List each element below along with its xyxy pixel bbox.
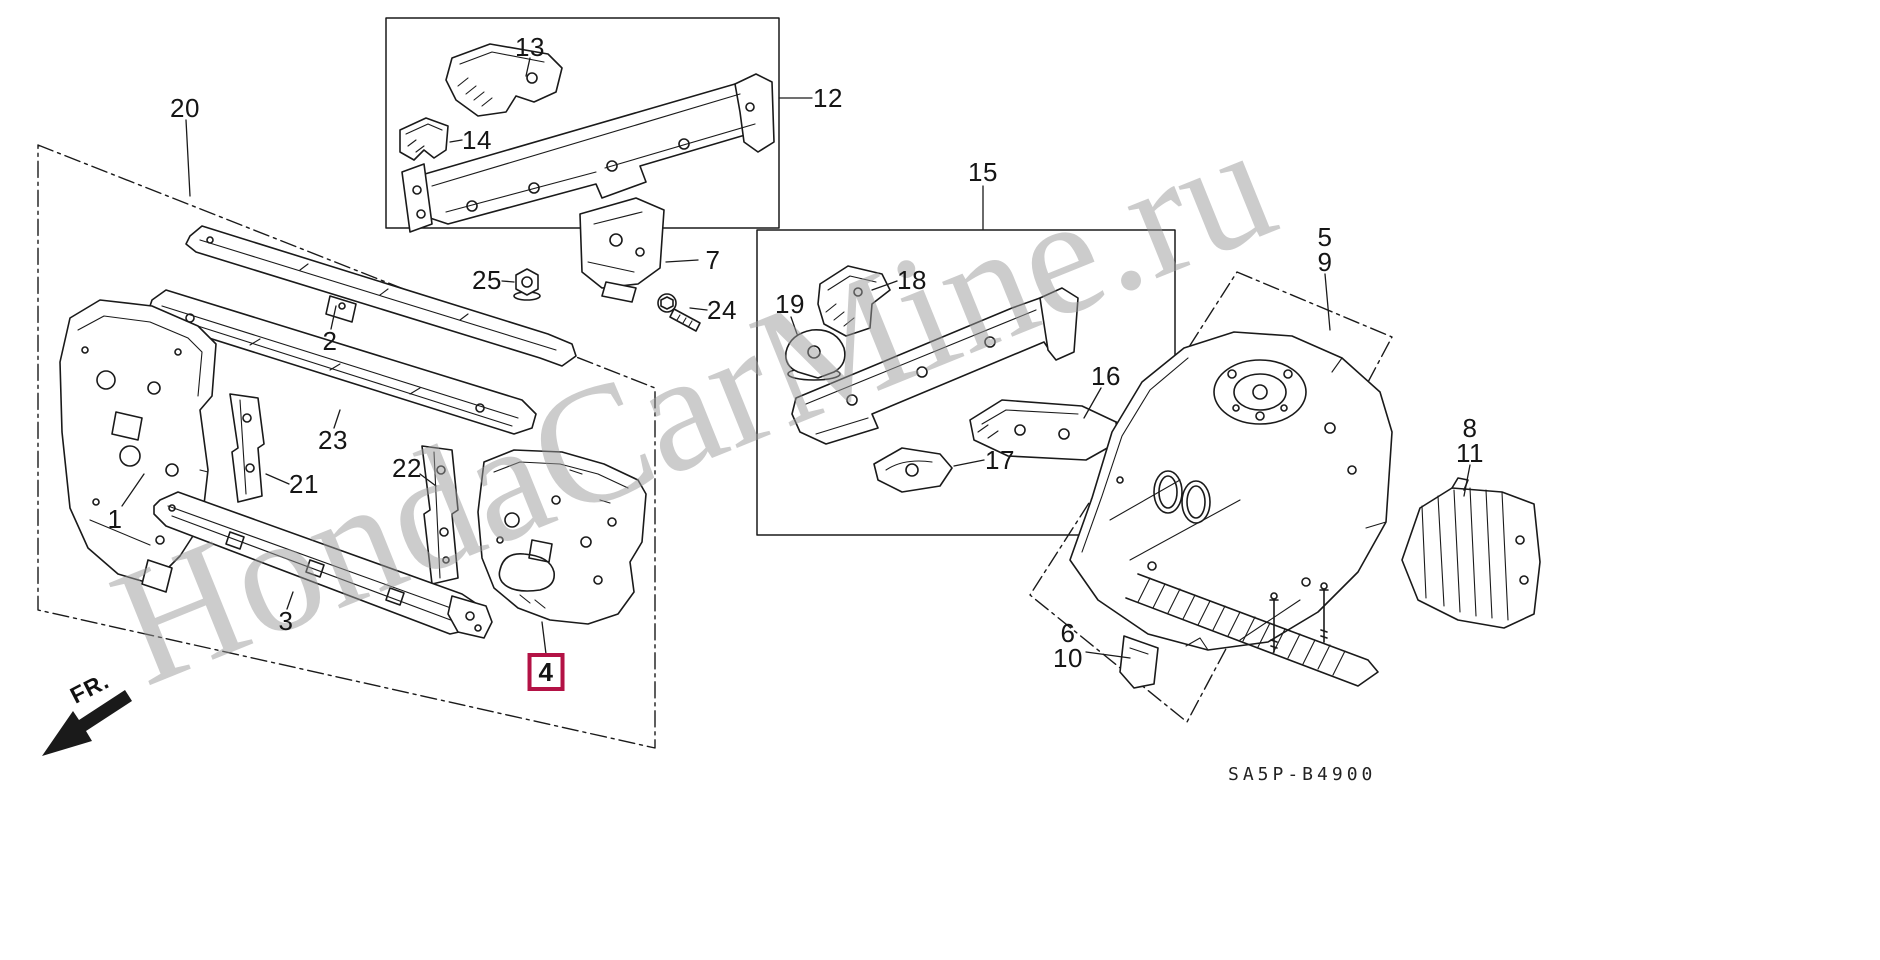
part-label-14[interactable]: 14 bbox=[462, 125, 492, 155]
part-label-20[interactable]: 20 bbox=[170, 93, 200, 123]
part-22-stay-drawing bbox=[421, 445, 459, 585]
part-label-16[interactable]: 16 bbox=[1091, 361, 1121, 391]
part-3-lower-crossmember-drawing bbox=[153, 491, 493, 639]
part-label-22[interactable]: 22 bbox=[392, 453, 422, 483]
part-label-24[interactable]: 24 bbox=[707, 295, 737, 325]
part-1-left-side-panel-drawing bbox=[59, 299, 217, 593]
part-21-stay-drawing bbox=[229, 393, 265, 503]
part-24-bolt-drawing bbox=[657, 293, 701, 332]
part-14-bracket-drawing bbox=[399, 117, 449, 161]
part-23-lock-crossmember-drawing bbox=[147, 289, 537, 435]
part-7-bracket-drawing bbox=[579, 197, 665, 303]
part-label-19[interactable]: 19 bbox=[775, 289, 805, 319]
part-label-8[interactable]: 8 bbox=[1462, 413, 1478, 443]
part-label-3[interactable]: 3 bbox=[278, 606, 294, 636]
part-13-bracket-drawing bbox=[445, 43, 563, 117]
leader-lines bbox=[121, 57, 1471, 659]
part-label-12[interactable]: 12 bbox=[813, 83, 843, 113]
part-17-bracket-drawing bbox=[873, 447, 953, 493]
part-label-15[interactable]: 15 bbox=[968, 157, 998, 187]
part-label-1[interactable]: 1 bbox=[107, 504, 123, 534]
diagram-code: SA5P-B4900 bbox=[1228, 764, 1377, 785]
part-label-6[interactable]: 6 bbox=[1060, 618, 1076, 648]
part-12-side-frame-drawing bbox=[401, 73, 775, 233]
part-label-2[interactable]: 2 bbox=[322, 326, 338, 356]
part-label-23[interactable]: 23 bbox=[318, 425, 348, 455]
part-label-11[interactable]: 11 bbox=[1456, 438, 1484, 468]
part-label-7[interactable]: 7 bbox=[705, 245, 721, 275]
part-8-11-bracket-drawing bbox=[1401, 477, 1541, 629]
part-6-10-side-sill-drawing bbox=[1119, 573, 1379, 689]
part-label-9[interactable]: 9 bbox=[1317, 247, 1333, 277]
part-label-4[interactable]: 4 bbox=[527, 653, 565, 691]
part-label-10[interactable]: 10 bbox=[1053, 643, 1083, 673]
part-label-13[interactable]: 13 bbox=[515, 32, 545, 62]
part-label-21[interactable]: 21 bbox=[289, 469, 319, 499]
part-4-right-side-panel-drawing bbox=[477, 449, 647, 625]
part-label-5[interactable]: 5 bbox=[1317, 222, 1333, 252]
part-label-17[interactable]: 17 bbox=[985, 445, 1015, 475]
part-label-18[interactable]: 18 bbox=[897, 265, 927, 295]
part-label-25[interactable]: 25 bbox=[472, 265, 502, 295]
part-19-mount-drawing bbox=[784, 329, 846, 381]
fr-direction-arrow-icon bbox=[42, 690, 132, 756]
part-5-9-wheelhouse-drawing bbox=[1069, 331, 1393, 651]
part-25-nut-drawing bbox=[513, 268, 541, 301]
part-15-side-frame-drawing bbox=[791, 287, 1079, 445]
part-2-upper-crossmember-drawing bbox=[185, 225, 577, 367]
part-18-bracket-drawing bbox=[817, 265, 891, 337]
